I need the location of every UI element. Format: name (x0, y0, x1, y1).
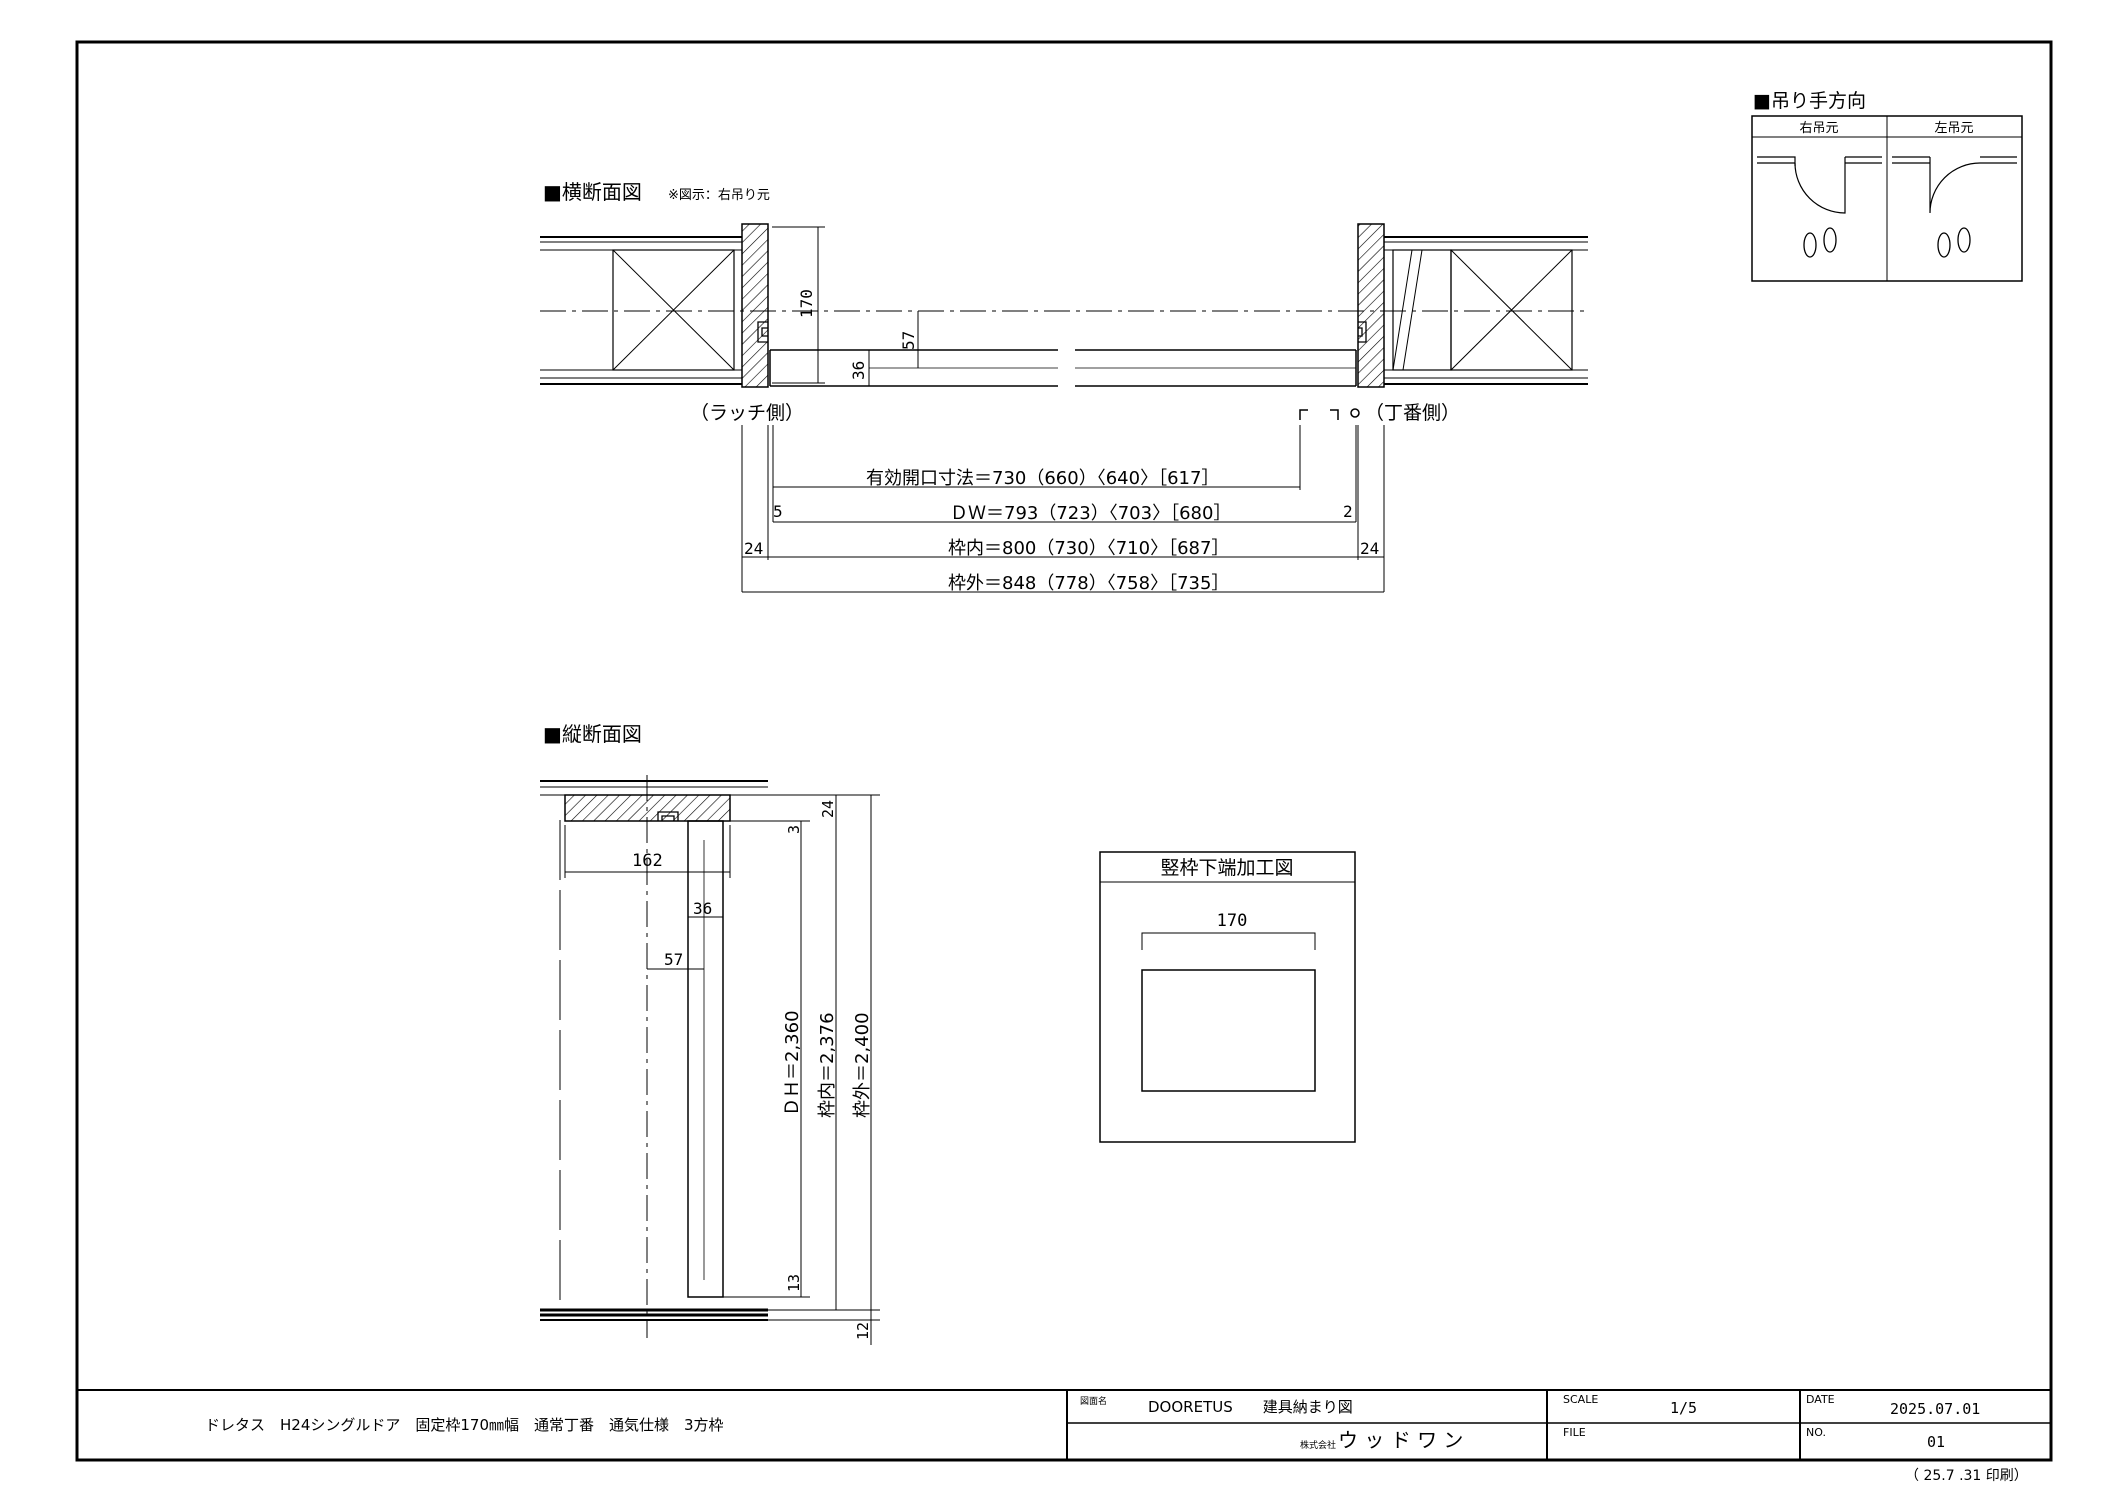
swing-marker (1299, 409, 1339, 420)
latch-strike (757, 321, 768, 343)
hinge-side-label: （丁番側） (1365, 402, 1460, 424)
latch-side-label: （ラッチ側） (690, 402, 804, 424)
horizontal-section: ■横断面図 ※図示：右吊り元 (540, 180, 1588, 594)
dim-2: 2 (1343, 502, 1353, 521)
hanging-title: ■吊り手方向 (1753, 90, 1866, 112)
scale-label: SCALE (1563, 1393, 1598, 1406)
dim-170: 170 (797, 289, 816, 318)
drawing-name: DOORETUS 建具納まり図 (1148, 1398, 1353, 1416)
dim-3: 3 (785, 825, 803, 834)
dim-frame-inner-height: 枠内＝2,376 (817, 1012, 838, 1118)
dim-13: 13 (785, 1274, 803, 1292)
jamb-bottom-processing: 竪枠下端加工図 170 (1099, 851, 1356, 1143)
hinge-pin-icon (1350, 408, 1360, 418)
dim-57: 57 (899, 331, 918, 350)
left-jamb (741, 223, 769, 388)
horizontal-dimensions (741, 425, 1385, 593)
dim-door-height: ＤＨ＝2,360 (782, 1010, 803, 1116)
dim-12: 12 (854, 1322, 872, 1340)
dim-57-vertical: 57 (664, 950, 683, 969)
no-value: 01 (1927, 1433, 1945, 1451)
dim-door-width: ＤＷ＝793（723）〈703〉［680］ (950, 503, 1231, 524)
dim-5: 5 (773, 502, 783, 521)
hinge-detail (1358, 321, 1367, 343)
hanging-right-label: 右吊元 (1799, 121, 1838, 136)
horizontal-section-title: ■横断面図 (543, 180, 642, 204)
print-date: （ 25.7 .31 印刷） (1905, 1468, 2028, 1484)
dim-162: 162 (632, 851, 663, 871)
left-wall (540, 236, 742, 385)
dim-24-right: 24 (1360, 539, 1379, 558)
door-leaf-vertical (687, 820, 724, 1298)
sheet-border (75, 40, 2053, 1462)
dim-36-vertical: 36 (693, 899, 712, 918)
dim-24-left: 24 (744, 539, 763, 558)
dim-frame-outer-height: 枠外＝2,400 (852, 1012, 873, 1118)
no-label: NO. (1806, 1426, 1826, 1439)
hanging-left-label: 左吊元 (1934, 121, 1973, 136)
date-value: 2025.07.01 (1890, 1400, 1980, 1418)
right-wall (1384, 236, 1588, 385)
scale-value: 1/5 (1670, 1399, 1697, 1417)
product-description: ドレタス H24シングルドア 固定枠170㎜幅 通常丁番 通気仕様 3方枠 (205, 1416, 724, 1434)
horizontal-section-note: ※図示：右吊り元 (668, 188, 770, 203)
company-prefix: 株式会社 (1300, 1439, 1336, 1451)
title-block: ドレタス H24シングルドア 固定枠170㎜幅 通常丁番 通気仕様 3方枠 図面… (77, 1389, 2051, 1484)
company-name: ウ ッ ド ワ ン (1338, 1428, 1463, 1452)
bottom-process-title: 竪枠下端加工図 (1160, 857, 1293, 879)
vertical-section: ■縦断面図 162 36 57 3 24 13 (540, 722, 880, 1345)
dim-36: 36 (849, 361, 868, 380)
date-label: DATE (1806, 1393, 1835, 1406)
drawing-name-label: 図面名 (1080, 1395, 1107, 1407)
bottom-process-dim: 170 (1217, 911, 1248, 931)
vertical-section-title: ■縦断面図 (543, 722, 642, 746)
dim-frame-outer: 枠外＝848（778）〈758〉［735］ (948, 573, 1229, 594)
file-label: FILE (1563, 1426, 1586, 1439)
dim-frame-inner: 枠内＝800（730）〈710〉［687］ (948, 538, 1229, 559)
right-jamb (1357, 223, 1385, 388)
dim-effective-opening: 有効開口寸法＝730（660）〈640〉［617］ (866, 468, 1219, 489)
dim-24-vertical: 24 (819, 800, 837, 818)
hanging-direction: ■吊り手方向 右吊元 左吊元 (1751, 90, 2023, 282)
